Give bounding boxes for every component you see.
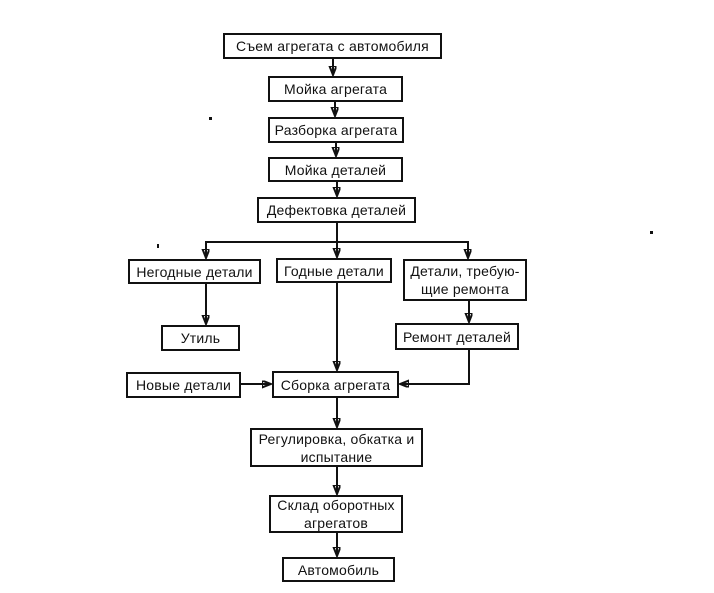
node-razborka-agregata: Разборка агрегата [268,117,404,143]
node-label: Разборка агрегата [274,122,398,138]
scan-speck [209,117,212,120]
node-detali-trebuyushchie-remonta: Детали, требую- щие ремонта [403,259,527,301]
node-sklad-oborotnykh-agregatov: Склад оборотных агрегатов [269,495,403,533]
node-syom-agregata: Съем агрегата с автомобиля [223,33,442,59]
node-label: Негодные детали [136,263,253,280]
node-label: Мойка агрегата [283,81,388,97]
node-label: Утиль [180,330,221,346]
node-regulirovka-obkatka-ispytanie: Регулировка, обкатка и испытание [250,428,423,467]
node-moyka-agregata: Мойка агрегата [268,76,403,102]
node-moyka-detaley: Мойка деталей [268,157,403,182]
node-label: Мойка деталей [284,161,387,178]
node-remont-detaley: Ремонт деталей [395,323,519,350]
node-sborka-agregata: Сборка агрегата [272,371,399,398]
node-util: Утиль [161,325,240,351]
scan-speck [157,244,159,248]
node-label: Дефектовка деталей [266,202,407,218]
node-label: Сборка агрегата [280,376,391,393]
node-novye-detali: Новые детали [126,372,241,398]
node-label: Новые детали [136,377,231,393]
node-label: Съем агрегата с автомобиля [236,38,429,54]
node-label: Склад оборотных агрегатов [277,497,395,531]
node-defektovka-detaley: Дефектовка деталей [257,197,416,223]
connector-remont-to-sborka [400,350,470,384]
node-godnye-detali: Годные детали [276,258,392,283]
node-label: Ремонт деталей [402,328,512,345]
node-label: Детали, требую- щие ремонта [410,263,520,297]
scan-speck [650,231,653,234]
node-avtomobil: Автомобиль [282,557,395,582]
node-negodnye-detali: Негодные детали [128,259,261,284]
node-label: Автомобиль [297,561,380,578]
node-label: Регулировка, обкатка и испытание [258,430,415,465]
node-label: Годные детали [284,262,384,279]
